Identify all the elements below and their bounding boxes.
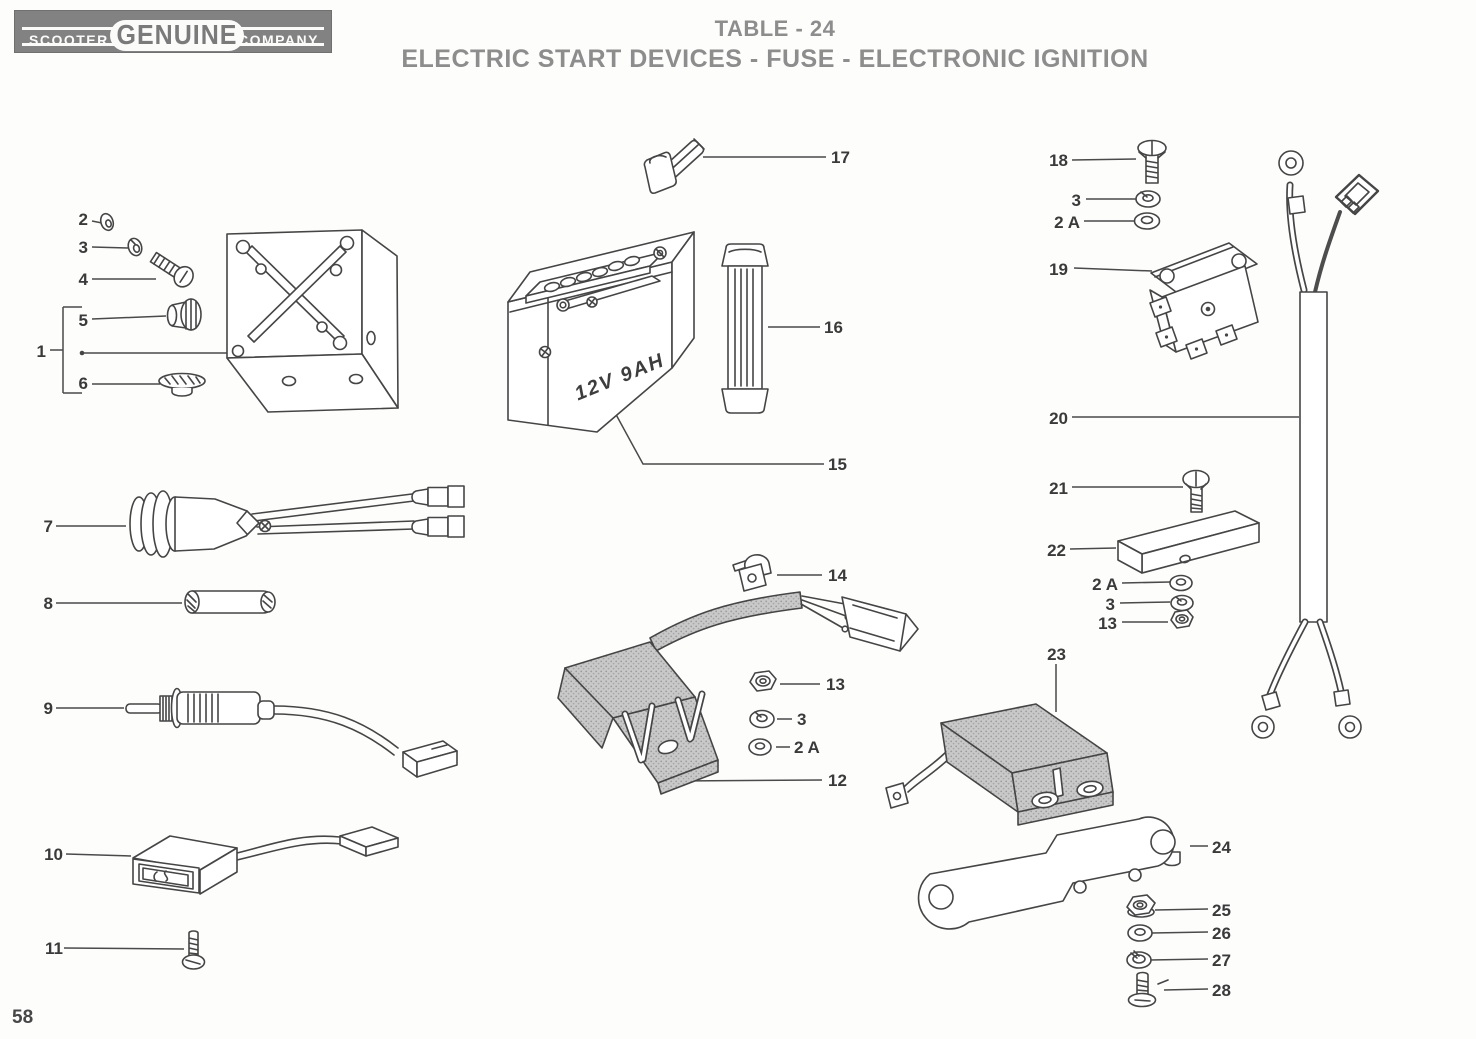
callout-3-topright: 3 (1071, 191, 1081, 210)
washer-3-right-illustration (1170, 594, 1194, 612)
leader-lines (50, 156, 1299, 991)
washer-26-illustration (1127, 924, 1153, 942)
screw-18-illustration (1137, 139, 1167, 184)
washer-3-illustration (127, 237, 143, 257)
page-title: TABLE - 24 ELECTRIC START DEVICES - FUSE… (401, 16, 1148, 74)
callout-26: 26 (1212, 924, 1231, 943)
callout-3-mid: 3 (797, 710, 807, 729)
callout-23: 23 (1047, 645, 1066, 664)
fuse-16-illustration (721, 243, 769, 414)
callout-12: 12 (828, 771, 847, 790)
relay-19-illustration (1149, 242, 1259, 360)
callout-21: 21 (1049, 479, 1068, 498)
callout-16: 16 (824, 318, 843, 337)
washer-3-topright-illustration (1135, 190, 1161, 208)
callout-10: 10 (44, 845, 63, 864)
screw-4-illustration (149, 251, 194, 288)
callout-13-mid: 13 (826, 675, 845, 694)
callout-4: 4 (78, 270, 88, 289)
bracket-plate-1-illustration (226, 229, 399, 413)
fuse-holder-7-illustration (129, 485, 465, 558)
bracket-22-illustration (1117, 510, 1260, 574)
screw-21-illustration (1182, 469, 1210, 513)
callout-1: 1 (36, 342, 46, 361)
callout-27: 27 (1212, 951, 1231, 970)
callout-3-left: 3 (78, 238, 88, 257)
callout-14: 14 (828, 566, 847, 585)
callout-6: 6 (78, 374, 88, 393)
callout-19: 19 (1049, 260, 1068, 279)
nut-13-illustration (749, 670, 777, 692)
lock-washer-27-illustration (1126, 950, 1152, 969)
washer-2a-right-illustration (1169, 574, 1193, 592)
mounting-plate-24-illustration (917, 816, 1181, 930)
screw-28-illustration (1127, 971, 1169, 1008)
nut-25-illustration (1126, 894, 1156, 918)
fuse-cover-17-illustration (643, 138, 705, 194)
brand-logo: SCOOTER GENUINE COMPANY (14, 10, 332, 53)
table-number: TABLE - 24 (714, 16, 836, 41)
callout-2a-topright: 2 A (1054, 213, 1080, 232)
logo-word-center: GENUINE (116, 19, 238, 51)
callout-18: 18 (1049, 151, 1068, 170)
callout-28: 28 (1212, 981, 1231, 1000)
callout-9: 9 (43, 699, 53, 718)
table-description: ELECTRIC START DEVICES - FUSE - ELECTRON… (401, 45, 1149, 73)
nut-13-right-illustration (1170, 609, 1194, 629)
callout-15: 15 (828, 455, 847, 474)
page-number: 58 (12, 1007, 34, 1028)
callout-2a-mid: 2 A (794, 738, 820, 757)
grommet-5-illustration (166, 298, 202, 331)
logo-capsule: GENUINE (110, 19, 244, 51)
harness-20-illustration (1251, 150, 1380, 739)
callout-20: 20 (1049, 409, 1068, 428)
washer-3-mid-illustration (749, 709, 775, 729)
battery-15-illustration (507, 231, 695, 433)
logo-word-right: COMPANY (237, 32, 319, 48)
rubber-foot-6-illustration (158, 372, 206, 397)
callout-24: 24 (1212, 838, 1231, 857)
callout-5: 5 (78, 311, 88, 330)
ignition-unit-23-illustration (885, 703, 1114, 826)
callout-25: 25 (1212, 901, 1231, 920)
callout-3-right: 3 (1105, 595, 1115, 614)
logo-word-left: SCOOTER (29, 32, 109, 48)
callout-17: 17 (831, 148, 850, 167)
fuse-8-illustration (184, 590, 276, 614)
callout-7: 7 (43, 517, 53, 536)
washer-2a-mid-illustration (748, 738, 772, 756)
switch-box-10-illustration (132, 826, 399, 895)
plug-cap-9-illustration (125, 687, 458, 778)
callout-22: 22 (1047, 541, 1066, 560)
clamp-14-illustration (732, 554, 772, 592)
washer-2a-topright-illustration (1133, 212, 1161, 230)
callout-2a-right: 2 A (1092, 575, 1118, 594)
screw-11-illustration (181, 930, 206, 970)
washer-2-illustration (99, 212, 115, 232)
callout-8: 8 (43, 594, 53, 613)
callout-11: 11 (45, 939, 63, 958)
cdi-unit-12-illustration (557, 591, 919, 795)
callout-2: 2 (78, 210, 88, 229)
callout-13-right: 13 (1098, 614, 1117, 633)
